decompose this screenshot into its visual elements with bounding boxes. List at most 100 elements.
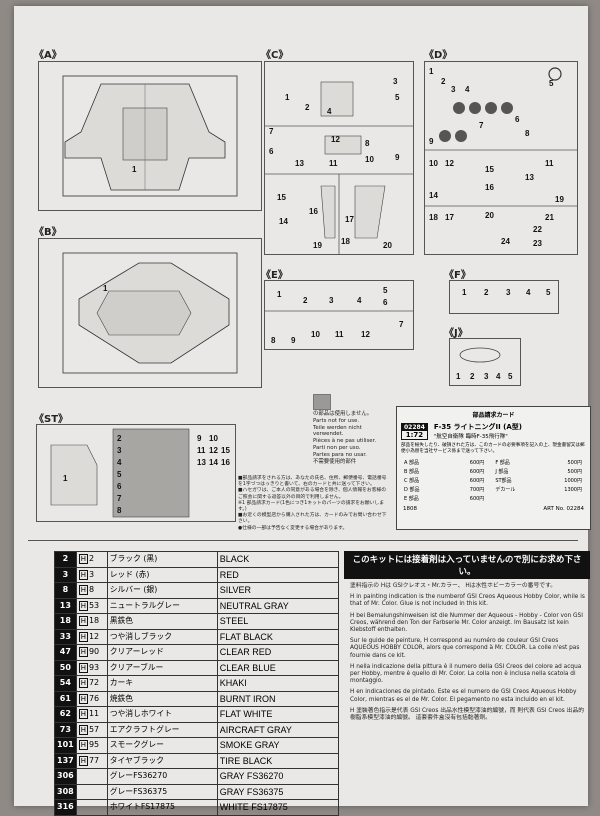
unused-note: の部品は使用しません。 Parts not for use. Teile wer… xyxy=(313,411,393,465)
h-badge: H xyxy=(78,569,88,580)
h-number: 8 xyxy=(88,585,95,595)
sprue-a: 1 xyxy=(38,61,262,211)
part-number-d-24: 24 xyxy=(501,237,510,246)
card-price xyxy=(541,494,583,503)
section-label-f: 《F》 xyxy=(444,270,471,281)
part-number-a-1: 1 xyxy=(132,165,137,174)
mr-color-code: 50 xyxy=(54,659,77,676)
part-number-d-15: 15 xyxy=(485,165,494,174)
part-number-e-2: 2 xyxy=(303,296,308,305)
card-part xyxy=(494,494,541,503)
part-number-c-19: 19 xyxy=(313,241,322,250)
card-price: 500円 xyxy=(567,459,582,466)
h-badge: H xyxy=(78,740,88,751)
card-title: 部品請求カード xyxy=(472,412,515,419)
paint-name-jp: ホワイトFS17875 xyxy=(106,799,218,816)
part-number-d-18: 18 xyxy=(429,213,438,222)
mr-color-code: 8 xyxy=(54,582,77,599)
part-number-st-4: 4 xyxy=(117,458,122,467)
sprue-j-parts: 1 2 3 4 5 xyxy=(456,347,513,381)
h-number: 12 xyxy=(88,631,100,641)
part-number-d-10: 10 xyxy=(429,159,438,168)
sprue-f: 1 2 3 4 5 xyxy=(449,280,559,314)
part-number-e-7: 7 xyxy=(399,320,404,329)
mr-color-code: 62 xyxy=(54,706,77,723)
section-label-b: 《B》 xyxy=(34,227,62,238)
sprue-j: 1 2 3 4 5 xyxy=(449,338,521,386)
part-number-e-10: 10 xyxy=(311,330,320,339)
glue-note-jp: 塗料指示の Hは GSIクレオス・Mr.カラー、 Hは水性ホビーカラーの番号です… xyxy=(350,583,557,589)
mr-color-code: 61 xyxy=(54,690,77,707)
h-badge: H xyxy=(78,693,88,704)
h-badge: H xyxy=(78,662,88,673)
part-number-d-13: 13 xyxy=(525,173,534,182)
part-number-d-20: 20 xyxy=(485,211,494,220)
part-number-f-2: 2 xyxy=(484,288,489,297)
card-part: J 部品 xyxy=(495,468,509,475)
paint-name-jp: つや消しブラック xyxy=(106,628,218,645)
part-number-d-14: 14 xyxy=(429,191,438,200)
part-number-st-9: 9 xyxy=(197,434,202,443)
unused-note-line-4: Parti non per uso. xyxy=(313,444,361,451)
part-number-d-7: 7 xyxy=(479,121,484,130)
h-badge: H xyxy=(78,631,88,642)
sprue-d: 1 2 3 4 5 6 7 8 9 10 11 12 13 14 15 16 1… xyxy=(424,61,578,255)
sprue-a-parts: 1 xyxy=(62,75,238,197)
part-number-d-11: 11 xyxy=(545,159,554,168)
h-badge: H xyxy=(78,724,88,735)
part-number-st-15: 15 xyxy=(221,446,230,455)
card-name: F-35 ライトニングII (A型) xyxy=(433,423,522,431)
h-number: 53 xyxy=(88,600,100,610)
card-footer-left: 1808 xyxy=(403,505,417,512)
mr-color-code: 316 xyxy=(54,799,77,816)
card-part: C 部品 xyxy=(404,477,420,484)
part-number-d-4: 4 xyxy=(465,85,470,94)
h-number: 2 xyxy=(88,554,95,564)
card-desc: 部品を紛失したり、破損された方は、このカードの必要事項を記入の上、現金書留又は郵… xyxy=(401,443,585,454)
part-number-c-2: 2 xyxy=(305,103,310,112)
glue-notes: このキットには接着剤は入っていませんので別にお求め下さい。 塗料指示の Hは G… xyxy=(344,551,590,786)
h-number: 90 xyxy=(88,647,100,657)
paint-name-jp: クリアーレッド xyxy=(106,644,218,661)
paint-name-en: GRAY FS36375 xyxy=(216,783,340,800)
sprue-e-parts: 1 2 3 4 5 6 7 8 9 10 11 12 xyxy=(265,286,413,345)
mr-color-code: 47 xyxy=(54,644,77,661)
card-part: E 部品 xyxy=(404,495,419,502)
part-number-d-2: 2 xyxy=(441,77,446,86)
paint-name-jp: レッド (赤) xyxy=(106,566,218,583)
part-number-c-13: 13 xyxy=(295,159,304,168)
glue-notes-header: このキットには接着剤は入っていませんので別にお求め下さい。 xyxy=(344,551,590,579)
part-number-e-8: 8 xyxy=(271,336,276,345)
paint-name-jp: グレーFS36375 xyxy=(106,783,218,800)
parts-request-card[interactable]: 部品請求カード 02284 1:72 F-35 ライトニングII (A型) "航… xyxy=(396,406,591,530)
paint-name-jp: 黒鉄色 xyxy=(106,613,218,630)
part-number-c-17: 17 xyxy=(345,215,354,224)
mr-color-code: 3 xyxy=(54,566,77,583)
part-number-d-17: 17 xyxy=(445,213,454,222)
section-label-d: 《D》 xyxy=(424,50,453,61)
part-number-j-1: 1 xyxy=(456,372,461,381)
card-price: 600円 xyxy=(469,495,485,502)
part-number-d-1: 1 xyxy=(429,67,434,76)
h-number: 3 xyxy=(88,569,95,579)
part-number-d-3: 3 xyxy=(451,85,456,94)
part-number-st-14: 14 xyxy=(209,458,218,467)
part-number-d-21: 21 xyxy=(545,213,554,222)
hobby-color-code xyxy=(75,783,108,800)
paint-name-jp: カーキ xyxy=(106,675,218,692)
hobby-color-code xyxy=(75,768,108,785)
paint-name-jp: シルバー (銀) xyxy=(106,582,218,599)
section-label-st: 《ST》 xyxy=(34,414,69,425)
part-number-e-5: 5 xyxy=(383,286,388,295)
divider xyxy=(28,540,578,541)
